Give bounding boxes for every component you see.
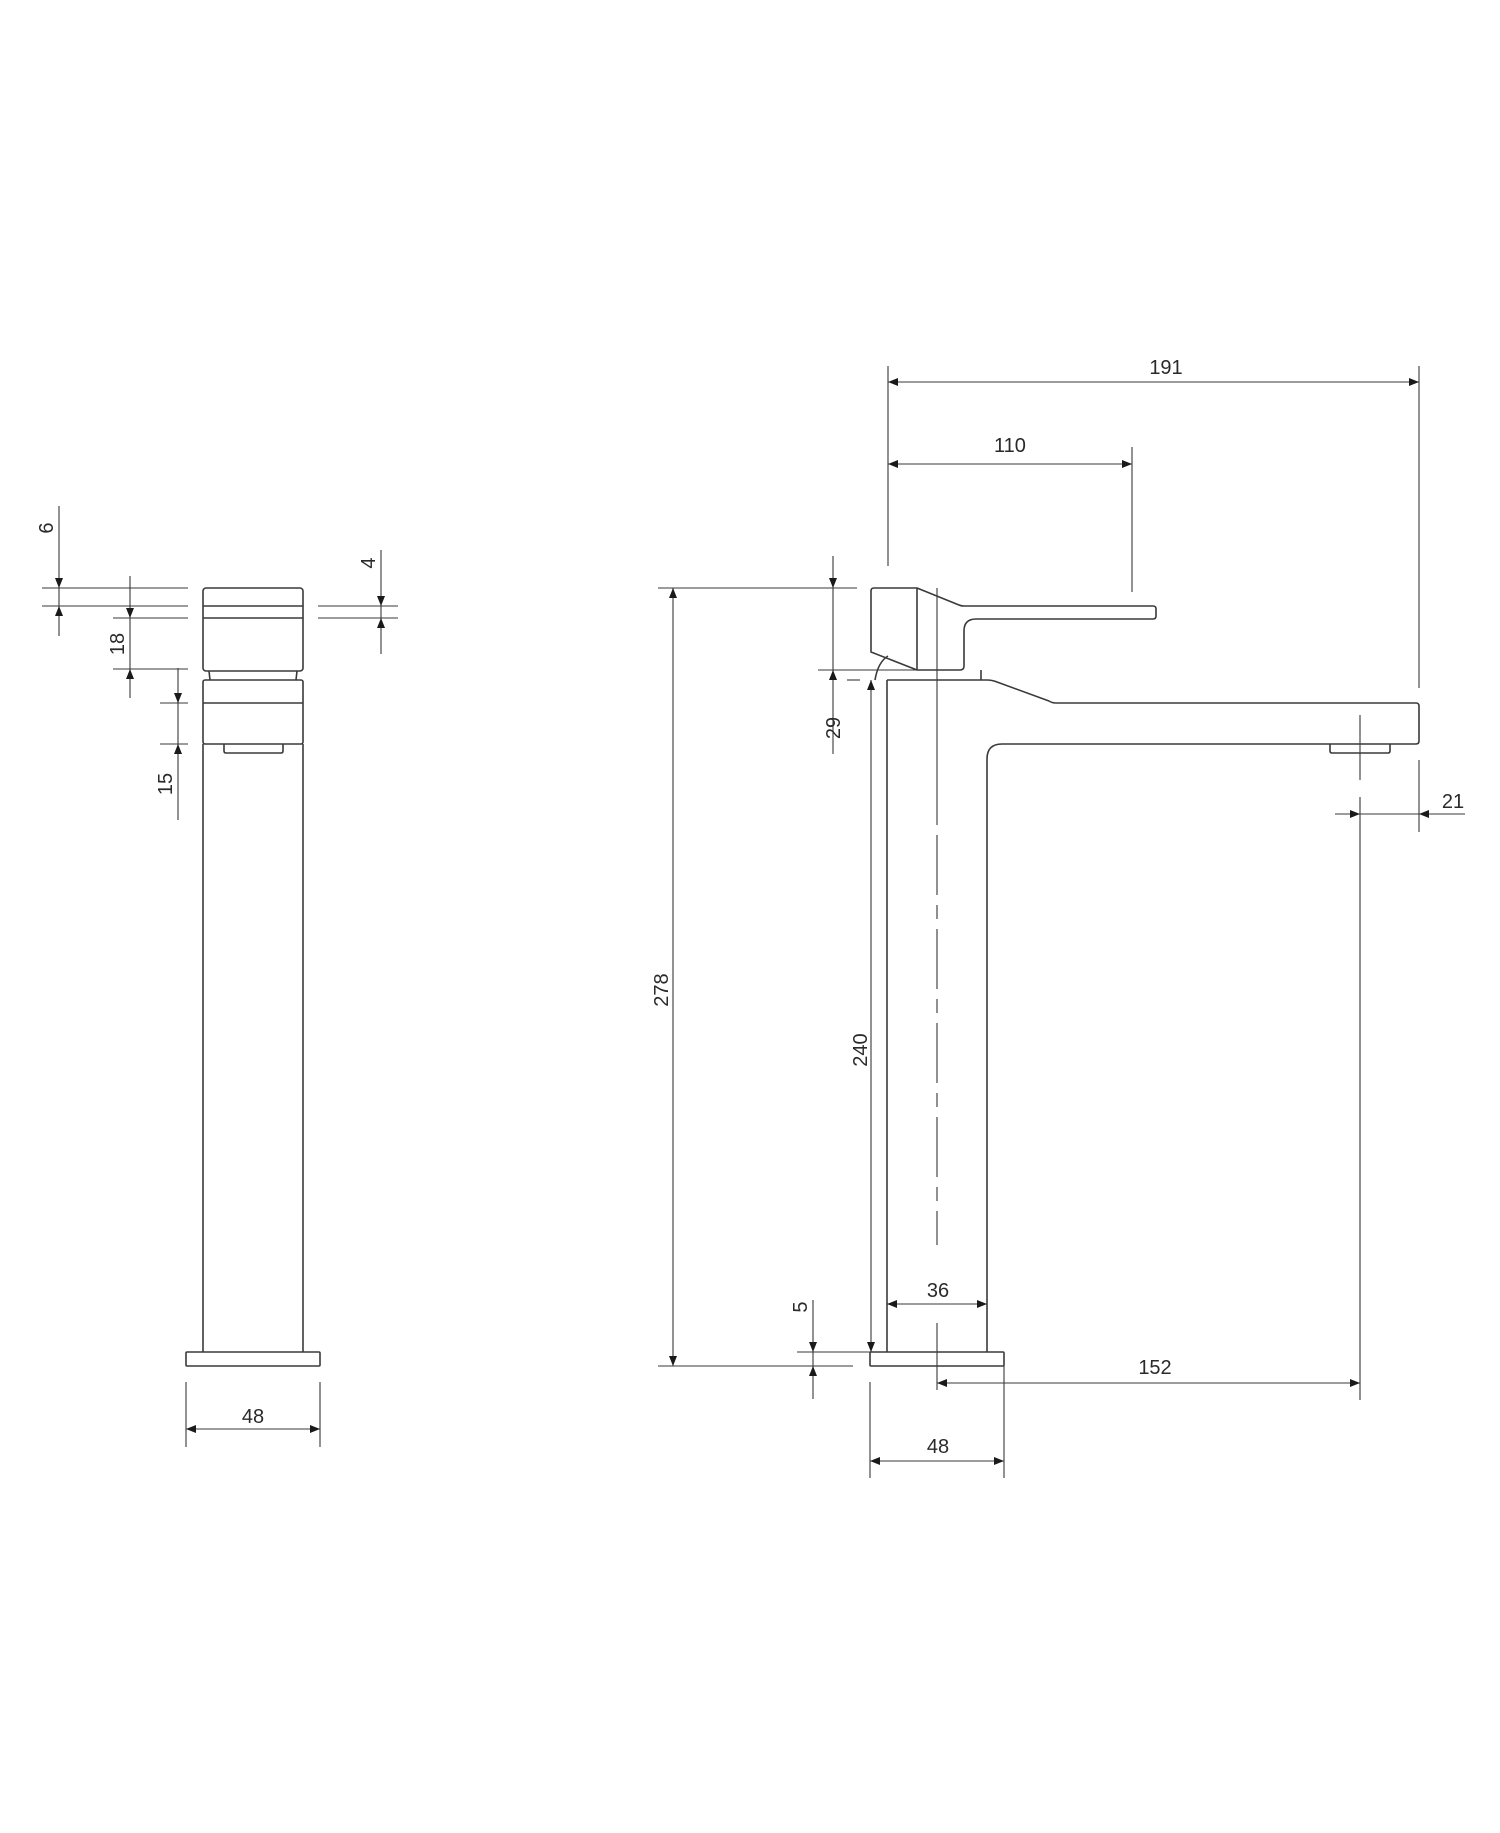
- dim-label: 278: [651, 973, 673, 1006]
- dim-label: 6: [36, 522, 58, 533]
- dim-label: 15: [155, 773, 177, 795]
- dim-front-110: 110: [888, 435, 1133, 592]
- dim-label: 240: [850, 1033, 872, 1066]
- dim-label: 152: [1138, 1357, 1171, 1379]
- dim-side-6: 6: [36, 506, 188, 636]
- front-body-spout: [887, 679, 1420, 1352]
- dim-side-48: 48: [185, 1382, 321, 1447]
- dim-front-5: 5: [790, 1300, 870, 1399]
- side-handle: [202, 587, 304, 681]
- front-view: 191 110 278 29: [651, 357, 1465, 1478]
- dim-label: 110: [994, 435, 1026, 457]
- side-view: 6 18 15 4: [36, 506, 398, 1447]
- dim-label: 21: [1442, 791, 1464, 813]
- dim-front-191: 191: [887, 357, 1420, 688]
- side-body: [202, 679, 304, 1352]
- dim-label: 48: [242, 1406, 264, 1428]
- dim-label: 191: [1149, 357, 1182, 379]
- dim-side-4: 4: [318, 550, 398, 654]
- dim-front-29: 29: [818, 556, 948, 754]
- dim-label: 36: [927, 1280, 949, 1302]
- dim-label: 4: [358, 557, 380, 568]
- dim-front-48: 48: [869, 1366, 1005, 1478]
- dim-label: 48: [927, 1436, 949, 1458]
- dim-label: 29: [823, 717, 845, 739]
- dim-front-152: 152: [937, 797, 1361, 1400]
- dim-side-15: 15: [155, 668, 188, 820]
- dim-front-21: 21: [1335, 760, 1465, 832]
- dim-front-240: 240: [850, 680, 875, 1352]
- dim-front-36: 36: [887, 1280, 987, 1308]
- dim-label: 5: [790, 1301, 812, 1312]
- side-base: [185, 1351, 321, 1367]
- front-handle: [870, 587, 1157, 671]
- dim-side-18: 18: [107, 576, 188, 698]
- dim-front-278: 278: [651, 587, 857, 1367]
- dim-label: 18: [107, 633, 129, 655]
